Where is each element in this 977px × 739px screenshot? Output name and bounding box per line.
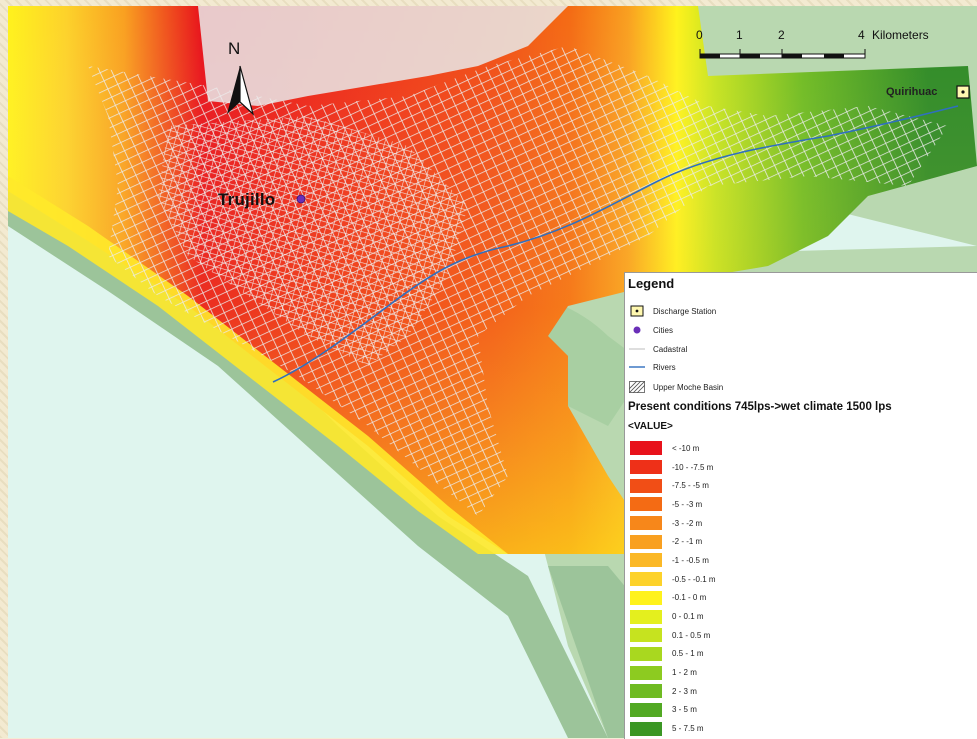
legend-item-cities: Cities	[629, 322, 673, 338]
raster-value-field: <VALUE>	[628, 421, 673, 432]
legend-class-label: -7.5 - -5 m	[672, 481, 709, 491]
legend-class-swatch	[630, 628, 662, 643]
legend-class-row: 1 - 2 m	[630, 663, 716, 682]
legend-class-swatch	[630, 441, 662, 456]
legend-class-swatch	[630, 684, 662, 699]
legend-class-row: < -10 m	[630, 439, 716, 458]
legend-class-swatch	[630, 646, 662, 661]
legend-class-label: -5 - -3 m	[672, 499, 703, 509]
legend-item-discharge-station: Discharge Station	[629, 303, 716, 319]
legend-class-label: -10 - -7.5 m	[672, 462, 714, 472]
legend-class-swatch	[630, 609, 662, 624]
city-label-trujillo: Trujillo	[218, 190, 276, 209]
hatched-basin-icon	[629, 381, 645, 393]
legend-class-row: 0.5 - 1 m	[630, 645, 716, 664]
legend-class-swatch	[630, 702, 662, 717]
legend-class-label: 5 - 7.5 m	[672, 724, 704, 734]
raster-layer-title: Present conditions 745lps->wet climate 1…	[628, 401, 892, 413]
legend-class-label: 2 - 3 m	[672, 686, 697, 696]
legend-label: Rivers	[653, 362, 676, 372]
scale-labels: 0 1 2 4 Kilometers	[694, 28, 964, 68]
legend-class-row: -0.5 - -0.1 m	[630, 570, 716, 589]
legend-class-label: -2 - -1 m	[672, 537, 703, 547]
legend-label: Discharge Station	[653, 306, 717, 316]
legend-class-row: 2 - 3 m	[630, 682, 716, 701]
river-line-icon	[629, 361, 645, 373]
legend-label: Cadastral	[653, 344, 688, 354]
legend-class-label: 3 - 5 m	[672, 705, 697, 715]
map-legend: Legend Discharge Station Cities Cadastra…	[624, 272, 977, 739]
legend-class-row: -7.5 - -5 m	[630, 476, 716, 495]
legend-class-swatch	[630, 497, 662, 512]
city-dot-icon	[629, 324, 645, 336]
legend-title: Legend	[628, 276, 675, 291]
legend-class-swatch	[630, 721, 662, 736]
legend-class-swatch	[630, 516, 662, 531]
legend-class-row: -3 - -2 m	[630, 514, 716, 533]
moche-river	[272, 105, 959, 383]
legend-class-row: -10 - -7.5 m	[630, 458, 716, 477]
legend-label: Upper Moche Basin	[653, 382, 724, 392]
legend-class-row: -5 - -3 m	[630, 495, 716, 514]
legend-class-list: < -10 m -10 - -7.5 m -7.5 - -5 m -5 - -3 m -…	[630, 439, 716, 738]
legend-class-label: -0.5 - -0.1 m	[672, 574, 716, 584]
legend-class-row: 5 - 7.5 m	[630, 719, 716, 738]
legend-class-label: 0.5 - 1 m	[672, 649, 704, 659]
legend-item-cadastral: Cadastral	[629, 341, 687, 357]
scale-tick-1: 1	[736, 28, 743, 42]
legend-class-swatch	[630, 534, 662, 549]
legend-class-row: 3 - 5 m	[630, 701, 716, 720]
legend-label: Cities	[653, 325, 674, 335]
scale-tick-4: 4	[858, 28, 865, 42]
legend-class-row: 0.1 - 0.5 m	[630, 626, 716, 645]
legend-item-upper-moche-basin: Upper Moche Basin	[629, 379, 723, 395]
legend-class-row: 0 - 0.1 m	[630, 607, 716, 626]
legend-class-label: -1 - -0.5 m	[672, 555, 709, 565]
legend-class-swatch	[630, 572, 662, 587]
legend-class-row: -1 - -0.5 m	[630, 551, 716, 570]
legend-class-label: 0 - 0.1 m	[672, 612, 704, 622]
legend-class-swatch	[630, 478, 662, 493]
north-arrow-icon	[227, 65, 255, 116]
discharge-station-icon	[956, 85, 970, 99]
discharge-station-icon	[629, 305, 645, 317]
scale-bar	[699, 49, 866, 59]
legend-class-swatch	[630, 665, 662, 680]
legend-class-row: -0.1 - 0 m	[630, 589, 716, 608]
trujillo-city-dot	[296, 194, 306, 204]
legend-class-swatch	[630, 590, 662, 605]
legend-class-label: 0.1 - 0.5 m	[672, 630, 711, 640]
discharge-station-label: Quirihuac	[886, 86, 938, 98]
scale-tick-2: 2	[778, 28, 785, 42]
legend-item-rivers: Rivers	[629, 359, 676, 375]
north-label: N	[228, 39, 241, 58]
scale-unit: Kilometers	[872, 28, 929, 42]
legend-class-label: -3 - -2 m	[672, 518, 703, 528]
cadastral-line-icon	[629, 343, 645, 355]
legend-class-label: 1 - 2 m	[672, 668, 697, 678]
legend-class-label: < -10 m	[672, 443, 700, 453]
legend-class-swatch	[630, 460, 662, 475]
legend-class-row: -2 - -1 m	[630, 532, 716, 551]
coast-band	[8, 181, 608, 738]
scale-tick-0: 0	[696, 28, 703, 42]
legend-class-swatch	[630, 553, 662, 568]
legend-class-label: -0.1 - 0 m	[672, 593, 707, 603]
